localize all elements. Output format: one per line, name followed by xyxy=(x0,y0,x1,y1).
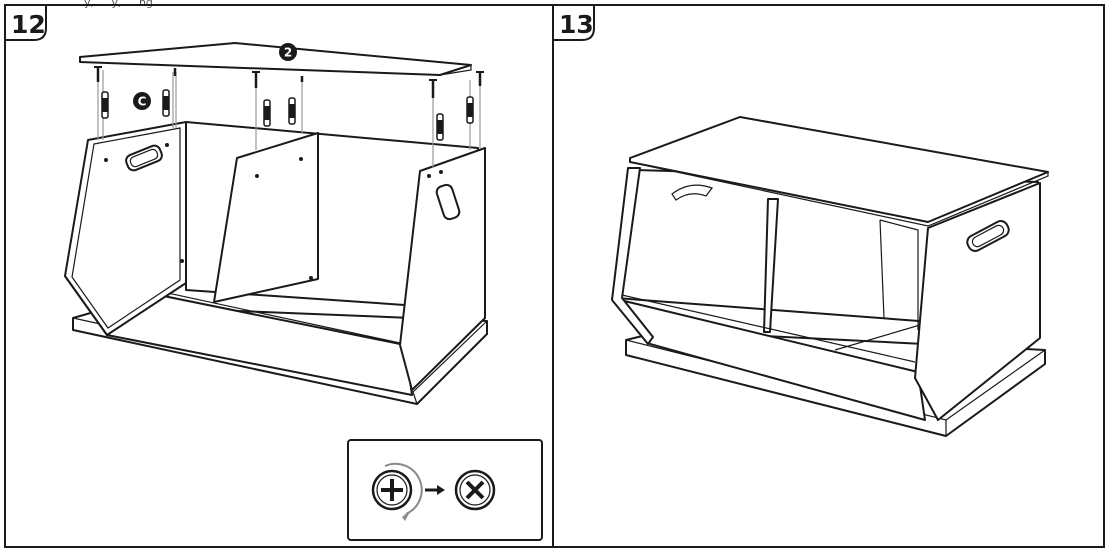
top-board xyxy=(79,42,472,76)
step-12-illustration: 2 C xyxy=(64,42,543,541)
panel-frame-13 xyxy=(552,4,1105,548)
part-badge-c: C xyxy=(133,92,151,110)
step-13-illustration xyxy=(611,116,1049,437)
arrow-right-icon xyxy=(425,485,445,495)
middle-divider xyxy=(213,132,319,303)
part-badge-c-label: C xyxy=(138,95,147,109)
rotate-tighten-icon xyxy=(371,462,423,521)
right-handle-slot xyxy=(435,183,461,221)
part-badge-2-label: 2 xyxy=(284,46,292,60)
step-badge-13: 13 xyxy=(552,4,595,41)
left-side-panel xyxy=(611,167,654,345)
screw xyxy=(429,79,437,98)
no-screw-icon xyxy=(454,469,496,511)
tool-tip-box xyxy=(347,439,543,541)
screws xyxy=(94,66,484,98)
step-badge-12: 12 xyxy=(4,4,47,41)
middle-divider xyxy=(763,198,779,333)
part-badge-2: 2 xyxy=(279,43,297,61)
right-side-panel xyxy=(914,182,1041,421)
right-side-panel xyxy=(399,147,486,391)
top-board xyxy=(629,116,1049,223)
left-handle-slot xyxy=(125,144,163,172)
screw xyxy=(476,71,484,86)
step-number-12: 12 xyxy=(11,10,46,39)
screw xyxy=(252,71,260,88)
cam-dowels xyxy=(101,89,474,141)
screw xyxy=(94,66,102,82)
left-side-panel xyxy=(64,121,187,336)
right-handle-slot xyxy=(966,220,1010,252)
step-number-13: 13 xyxy=(559,10,594,39)
